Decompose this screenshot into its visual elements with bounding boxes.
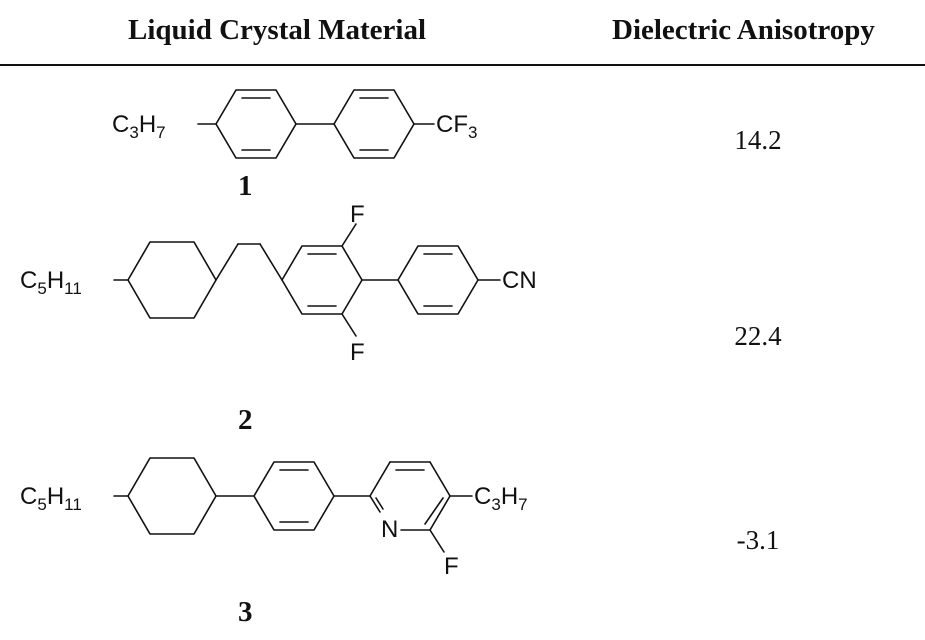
compound-2-pentyl-group: C5H11 [20, 267, 82, 298]
compound-3-dielectric-value: -3.1 [736, 525, 780, 555]
compound-3-structure: C5H11 N F C3H7 [20, 457, 528, 580]
compound-1-label: 1 [238, 170, 253, 202]
compound-3-fluorine: F [444, 553, 459, 580]
compound-3-bonds [113, 457, 473, 553]
header-dielectric-anisotropy: Dielectric Anisotropy [612, 14, 875, 46]
compound-2-bonds [113, 223, 501, 337]
compound-2-dielectric-value: 22.4 [734, 321, 782, 351]
compound-1-bonds [197, 89, 435, 159]
compound-1-trifluoromethyl-group: CF3 [436, 111, 477, 142]
compound-3-propyl-group: C3H7 [474, 483, 528, 514]
compound-2-cyano-group: CN [502, 267, 537, 294]
header-liquid-crystal-material: Liquid Crystal Material [128, 14, 427, 46]
compound-1-dielectric-value: 14.2 [734, 125, 782, 155]
compound-2-fluorine-bottom: F [350, 339, 365, 366]
compound-3-nitrogen: N [381, 516, 398, 543]
compound-2-fluorine-top: F [350, 201, 365, 228]
compound-2-label: 2 [238, 404, 253, 436]
compound-3-label: 3 [238, 596, 253, 628]
compound-1-propyl-group: C3H7 [112, 111, 166, 142]
compound-2-structure: C5H11 F F CN [20, 201, 537, 366]
header-rule [0, 64, 925, 66]
compound-1-structure: C3H7 CF3 [112, 89, 477, 159]
compound-3-pentyl-group: C5H11 [20, 483, 82, 514]
